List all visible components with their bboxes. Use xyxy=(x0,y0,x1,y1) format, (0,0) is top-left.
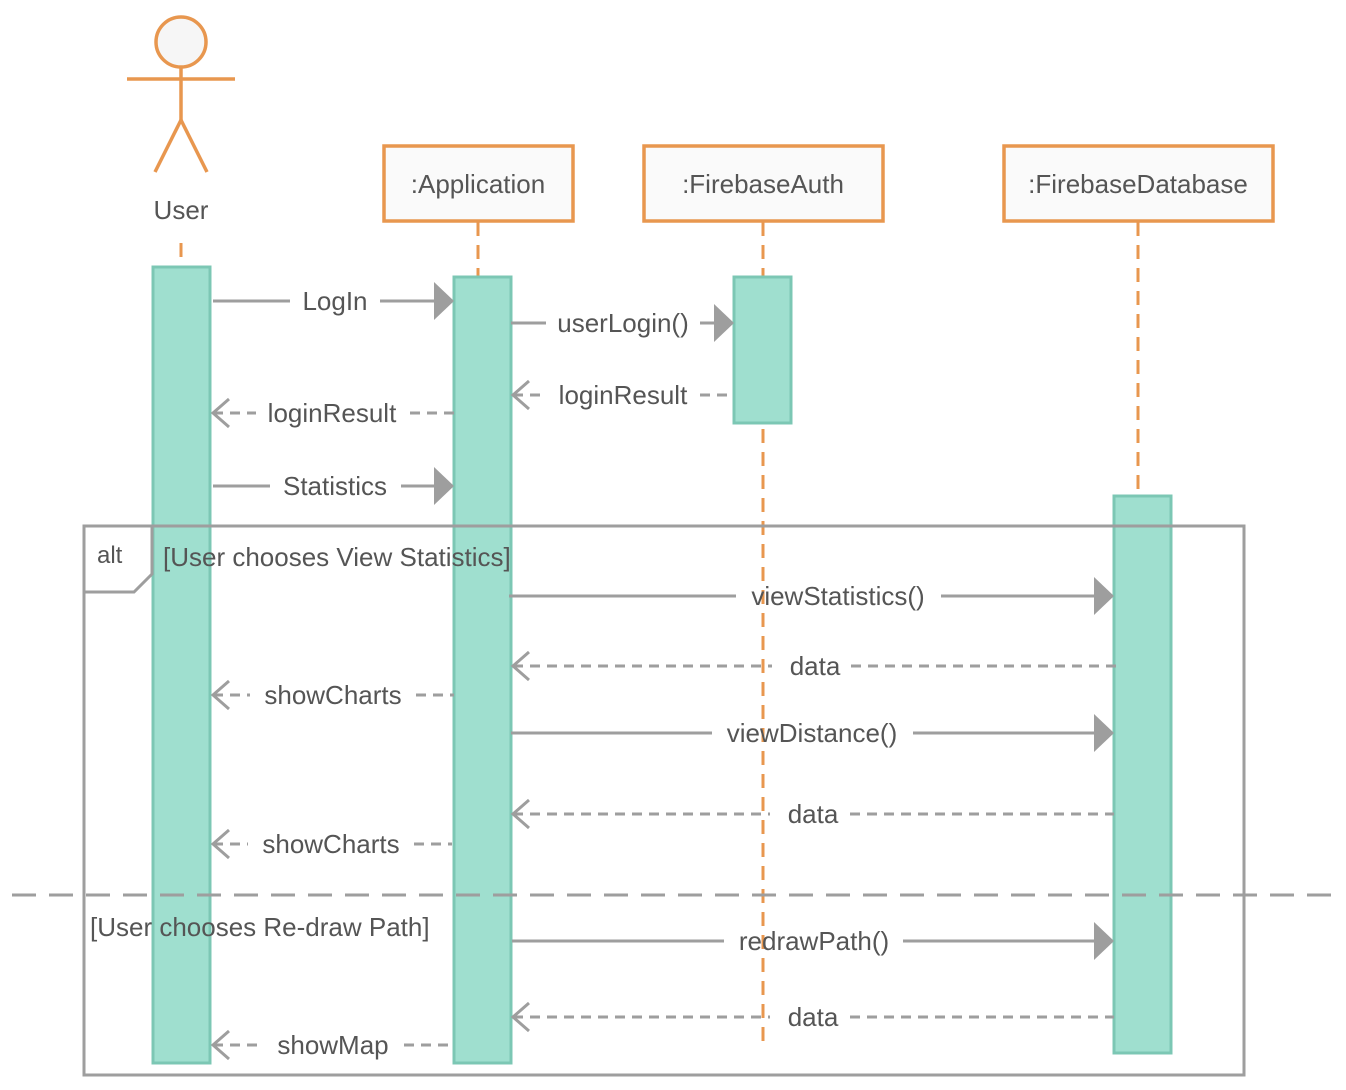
arrowhead-filled-icon xyxy=(1094,714,1114,752)
arrowhead-filled-icon xyxy=(1094,922,1114,960)
message-label: data xyxy=(788,1002,839,1032)
arrowhead-filled-icon xyxy=(434,282,454,320)
lifeline-box-application[interactable]: :Application xyxy=(382,144,575,223)
message-return-10[interactable]: showCharts xyxy=(210,828,452,860)
message-label: redrawPath() xyxy=(739,926,889,956)
alt-keyword: alt xyxy=(97,542,123,569)
message-return-13[interactable]: showMap xyxy=(210,1029,454,1061)
message-return-9[interactable]: data xyxy=(510,798,1114,830)
activation-firebaseauth[interactable] xyxy=(732,275,793,425)
message-label: LogIn xyxy=(302,286,367,316)
arrowhead-open-icon xyxy=(210,679,230,711)
message-call-8[interactable]: viewDistance() xyxy=(511,714,1114,752)
lifeline-box-firebasedatabase[interactable]: :FirebaseDatabase xyxy=(1002,144,1275,223)
arrowhead-open-icon xyxy=(210,397,230,429)
arrowhead-open-icon xyxy=(510,650,530,682)
activation-application[interactable] xyxy=(452,275,513,1065)
message-return-6[interactable]: data xyxy=(510,650,1116,682)
arrowhead-filled-icon xyxy=(434,467,454,505)
message-label: viewStatistics() xyxy=(751,581,924,611)
actor-label: User xyxy=(154,195,209,225)
message-label: userLogin() xyxy=(557,308,689,338)
message-return-2[interactable]: loginResult xyxy=(510,379,734,411)
arrowhead-open-icon xyxy=(510,379,530,411)
lifeline-label-firebaseauth: :FirebaseAuth xyxy=(682,169,844,199)
alt-frame-tag xyxy=(84,526,154,594)
message-label: showCharts xyxy=(262,829,399,859)
message-label: loginResult xyxy=(559,380,688,410)
actor-figure-icon xyxy=(127,15,235,173)
alt-frame-border xyxy=(82,524,1246,1077)
lifeline-label-firebasedatabase: :FirebaseDatabase xyxy=(1028,169,1248,199)
arrowhead-filled-icon xyxy=(1094,577,1114,615)
message-call-11[interactable]: redrawPath() xyxy=(512,922,1114,960)
arrowhead-open-icon xyxy=(210,828,230,860)
arrowhead-filled-icon xyxy=(714,304,734,342)
message-label: loginResult xyxy=(268,398,397,428)
lifeline-label-application: :Application xyxy=(411,169,545,199)
arrowhead-open-icon xyxy=(510,1001,530,1033)
message-label: showMap xyxy=(277,1030,388,1060)
message-call-0[interactable]: LogIn xyxy=(213,282,454,320)
actor-user[interactable]: User xyxy=(127,15,235,225)
alt-guard-redraw-path: [User chooses Re-draw Path] xyxy=(90,912,430,942)
message-return-3[interactable]: loginResult xyxy=(210,397,454,429)
alt-guard-view-statistics: [User chooses View Statistics] xyxy=(163,542,511,572)
activation-bars xyxy=(151,265,1173,1065)
alt-frame[interactable] xyxy=(12,524,1334,1077)
message-label: Statistics xyxy=(283,471,387,501)
message-call-1[interactable]: userLogin() xyxy=(511,304,734,342)
arrowhead-open-icon xyxy=(210,1029,230,1061)
message-label: showCharts xyxy=(264,680,401,710)
arrowhead-open-icon xyxy=(510,798,530,830)
activation-firebasedatabase[interactable] xyxy=(1112,494,1173,1055)
messages: LogIn userLogin() loginResult loginResultSt… xyxy=(210,282,1116,1061)
message-return-7[interactable]: showCharts xyxy=(210,679,454,711)
lifelines xyxy=(179,222,1140,1048)
message-call-5[interactable]: viewStatistics() xyxy=(509,577,1114,615)
message-return-12[interactable]: data xyxy=(510,1001,1114,1033)
message-call-4[interactable]: Statistics xyxy=(213,467,454,505)
message-label: viewDistance() xyxy=(727,718,898,748)
message-label: data xyxy=(788,799,839,829)
lifeline-box-firebaseauth[interactable]: :FirebaseAuth xyxy=(642,144,885,223)
activation-user[interactable] xyxy=(151,265,212,1065)
message-label: data xyxy=(790,651,841,681)
